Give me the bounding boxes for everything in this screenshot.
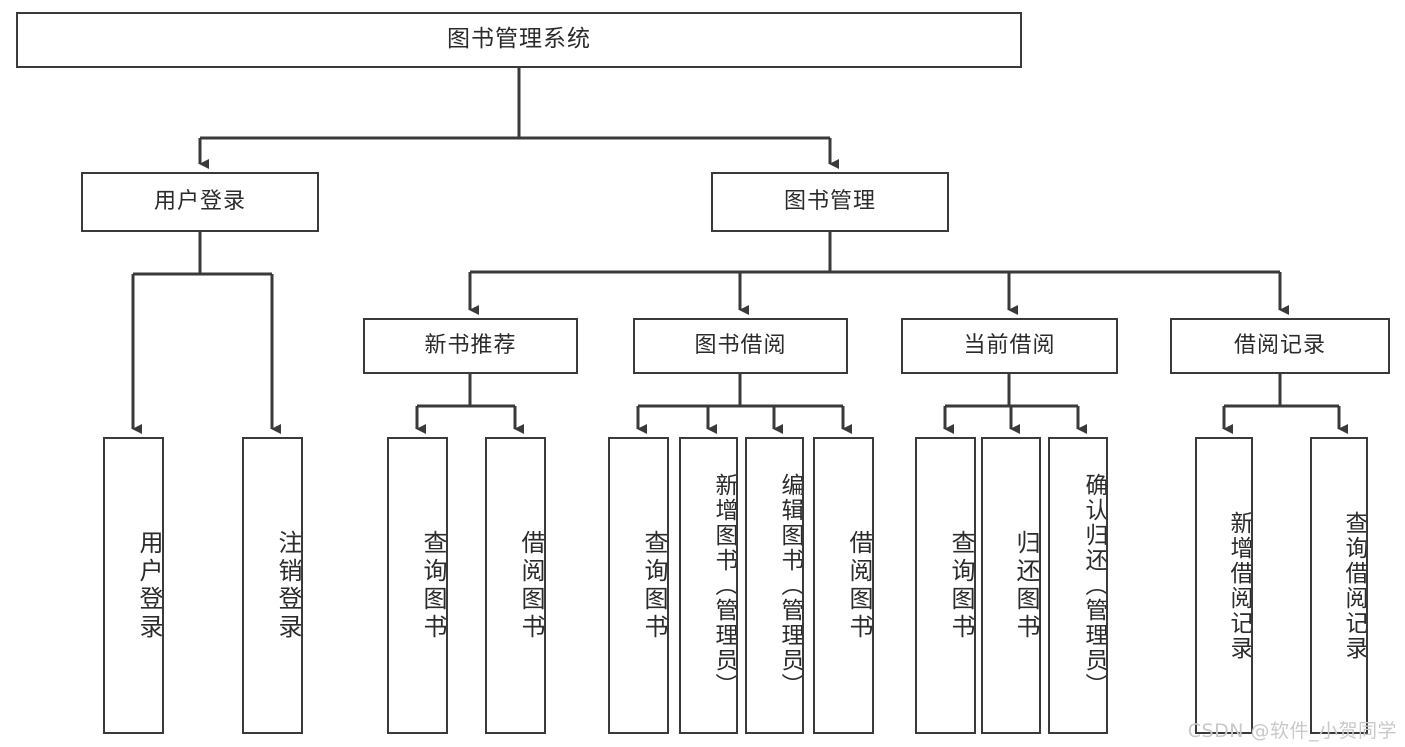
leaf-user-login[interactable]: 用户登录: [103, 437, 164, 734]
leaf-query-book-current[interactable]: 查询图书: [915, 437, 976, 734]
leaf-add-book-admin[interactable]: 新增图书（管理员）: [679, 437, 738, 734]
node-new-book-recommend[interactable]: 新书推荐: [363, 318, 578, 374]
node-borrow-record[interactable]: 借阅记录: [1170, 318, 1390, 374]
node-current-borrow[interactable]: 当前借阅: [901, 318, 1118, 374]
leaf-borrow-book[interactable]: 借阅图书: [813, 437, 874, 734]
leaf-query-book-recommend[interactable]: 查询图书: [387, 437, 448, 734]
leaf-query-borrow-record[interactable]: 查询借阅记录: [1310, 437, 1368, 734]
node-book-management[interactable]: 图书管理: [711, 172, 949, 232]
leaf-confirm-return-admin[interactable]: 确认归还（管理员）: [1048, 437, 1108, 734]
leaf-logout-login[interactable]: 注销登录: [242, 437, 303, 734]
node-book-borrow[interactable]: 图书借阅: [633, 318, 848, 374]
leaf-return-book[interactable]: 归还图书: [981, 437, 1041, 734]
watermark-text: CSDN @软件_小贺同学: [1187, 720, 1397, 742]
leaf-borrow-book-recommend[interactable]: 借阅图书: [485, 437, 546, 734]
leaf-query-book-borrow[interactable]: 查询图书: [608, 437, 669, 734]
leaf-add-borrow-record[interactable]: 新增借阅记录: [1195, 437, 1253, 734]
leaf-edit-book-admin[interactable]: 编辑图书（管理员）: [745, 437, 804, 734]
node-user-login[interactable]: 用户登录: [81, 172, 319, 232]
node-root-system[interactable]: 图书管理系统: [16, 12, 1022, 68]
